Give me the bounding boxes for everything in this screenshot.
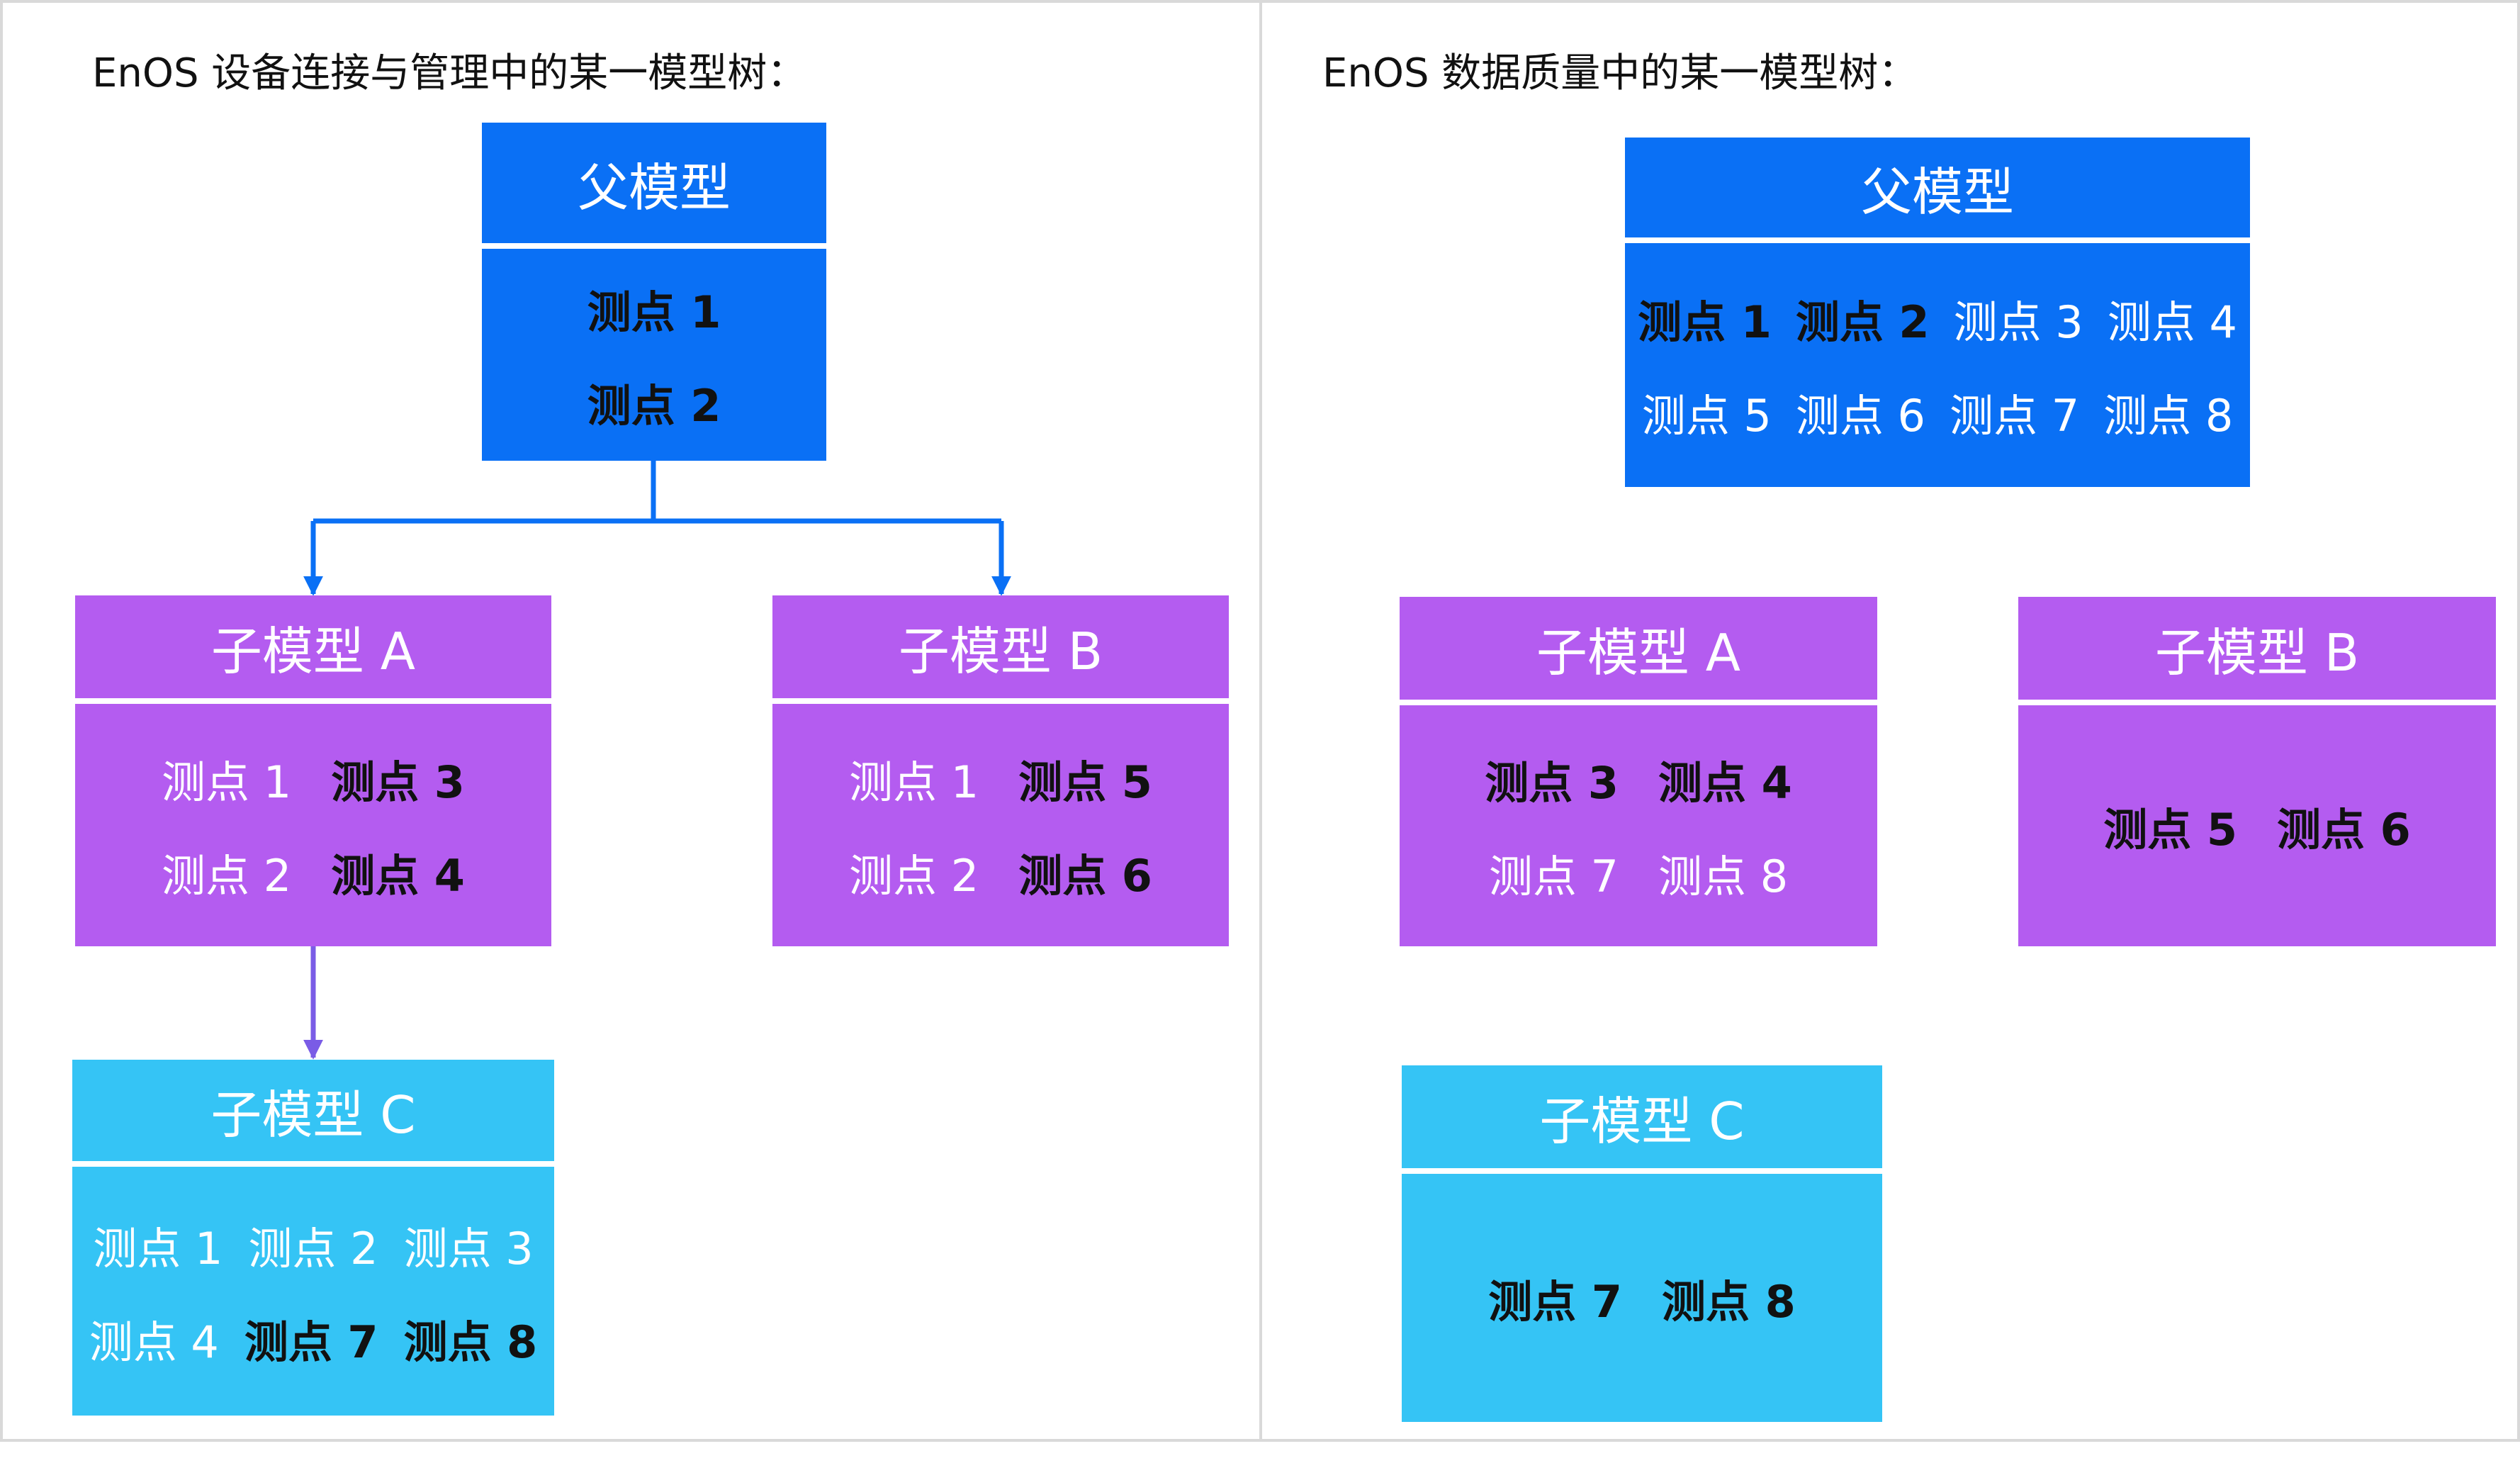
point-row: 测点 2 (587, 355, 721, 449)
left-child-b-points: 测点 1 测点 5 测点 2 测点 6 (772, 704, 1229, 946)
right-child-c-title: 子模型 C (1539, 1092, 1745, 1151)
data-point-label: 测点 8 (1662, 1276, 1796, 1328)
right-child-b-points: 测点 5 测点 6 (2018, 705, 2496, 946)
right-parent-model: 父模型 测点 1 测点 2 测点 3 测点 4 测点 5 测点 6 测点 7 测点 8 (1625, 138, 2250, 487)
left-child-a-points: 测点 1 测点 3 测点 2 测点 4 (75, 704, 551, 946)
left-child-a-title: 子模型 A (210, 622, 416, 681)
right-child-model-b: 子模型 B 测点 5 测点 6 (2018, 597, 2496, 946)
data-point-label: 测点 5 (1018, 756, 1152, 808)
point-row: 测点 7 测点 8 (1489, 826, 1788, 919)
header-separator (482, 243, 826, 249)
data-point-label: 测点 6 (1018, 850, 1152, 902)
point-row: 测点 7 测点 8 (1488, 1266, 1795, 1330)
left-child-model-a: 子模型 A 测点 1 测点 3 测点 2 测点 4 (75, 595, 551, 946)
right-child-a-title: 子模型 A (1536, 623, 1741, 683)
point-row: 测点 1 (587, 262, 721, 355)
data-point-label: 测点 6 (1795, 390, 1925, 442)
data-point-label: 测点 3 (331, 756, 465, 808)
point-row: 测点 1 测点 2 测点 3 测点 4 (1638, 271, 2237, 365)
point-row: 测点 5 测点 6 测点 7 测点 8 (1642, 365, 2234, 459)
header-separator (1400, 700, 1877, 705)
data-point-label: 测点 7 (1488, 851, 1619, 902)
left-child-model-b: 子模型 B 测点 1 测点 5 测点 2 测点 6 (772, 595, 1229, 946)
right-parent-points: 测点 1 测点 2 测点 3 测点 4 测点 5 测点 6 测点 7 测点 8 (1625, 243, 2250, 487)
data-point-label: 测点 2 (587, 379, 721, 432)
right-child-b-title: 子模型 B (2154, 623, 2360, 683)
left-child-model-c: 子模型 C 测点 1 测点 2 测点 3 测点 4 测点 7 测点 8 (72, 1060, 554, 1416)
data-point-label: 测点 2 (849, 850, 979, 902)
data-point-label: 测点 7 (1488, 1276, 1622, 1328)
right-parent-model-title: 父模型 (1860, 162, 2014, 222)
point-row: 测点 2 测点 6 (849, 825, 1152, 919)
data-point-label: 测点 8 (403, 1316, 538, 1368)
left-child-c-title: 子模型 C (210, 1085, 416, 1145)
data-point-label: 测点 4 (331, 850, 465, 902)
data-point-label: 测点 1 (587, 286, 721, 338)
right-panel (1259, 0, 2520, 1442)
data-point-label: 测点 4 (1658, 757, 1792, 809)
left-parent-model: 父模型 测点 1 测点 2 (482, 123, 826, 461)
data-point-label: 测点 4 (89, 1316, 219, 1368)
data-point-label: 测点 2 (162, 850, 292, 902)
left-parent-model-title: 父模型 (577, 157, 731, 218)
data-point-label: 测点 8 (2103, 390, 2234, 442)
data-point-label: 测点 7 (1950, 390, 2080, 442)
point-row: 测点 1 测点 2 测点 3 (93, 1198, 533, 1291)
left-child-c-points: 测点 1 测点 2 测点 3 测点 4 测点 7 测点 8 (72, 1167, 554, 1416)
point-row: 测点 4 测点 7 测点 8 (89, 1291, 538, 1385)
data-point-label: 测点 8 (1658, 851, 1789, 902)
right-child-a-points: 测点 3 测点 4 测点 7 测点 8 (1400, 705, 1877, 946)
header-separator (2018, 700, 2496, 705)
data-point-label: 测点 3 (1485, 757, 1619, 809)
right-child-model-a: 子模型 A 测点 3 测点 4 测点 7 测点 8 (1400, 597, 1877, 946)
data-point-label: 测点 4 (2107, 296, 2237, 348)
header-separator (772, 698, 1229, 704)
right-child-c-points: 测点 7 测点 8 (1402, 1174, 1882, 1422)
data-point-label: 测点 2 (1795, 296, 1930, 348)
left-panel-title: EnOS 设备连接与管理中的某一模型树： (92, 50, 807, 96)
point-row: 测点 2 测点 4 (162, 825, 465, 919)
left-parent-points: 测点 1 测点 2 (482, 249, 826, 461)
header-separator (75, 698, 551, 704)
data-point-label: 测点 1 (162, 756, 292, 808)
left-child-b-title: 子模型 B (898, 622, 1103, 681)
data-point-label: 测点 3 (1953, 296, 2083, 348)
point-row: 测点 5 测点 6 (2103, 794, 2410, 858)
header-separator (1625, 237, 2250, 243)
data-point-label: 测点 3 (403, 1222, 534, 1274)
data-point-label: 测点 7 (244, 1316, 378, 1368)
header-separator (1402, 1168, 1882, 1174)
right-panel-title: EnOS 数据质量中的某一模型树： (1322, 50, 1918, 96)
data-point-label: 测点 2 (248, 1222, 378, 1274)
data-point-label: 测点 5 (2103, 804, 2237, 856)
right-child-model-c: 子模型 C 测点 7 测点 8 (1402, 1065, 1882, 1422)
point-row: 测点 1 测点 3 (162, 732, 465, 825)
point-row: 测点 3 测点 4 (1485, 732, 1791, 826)
point-row: 测点 1 测点 5 (849, 732, 1152, 825)
data-point-label: 测点 5 (1641, 390, 1772, 442)
data-point-label: 测点 1 (1638, 296, 1772, 348)
data-point-label: 测点 1 (849, 756, 979, 808)
data-point-label: 测点 6 (2277, 804, 2411, 856)
data-point-label: 测点 1 (93, 1222, 223, 1274)
header-separator (72, 1161, 554, 1167)
